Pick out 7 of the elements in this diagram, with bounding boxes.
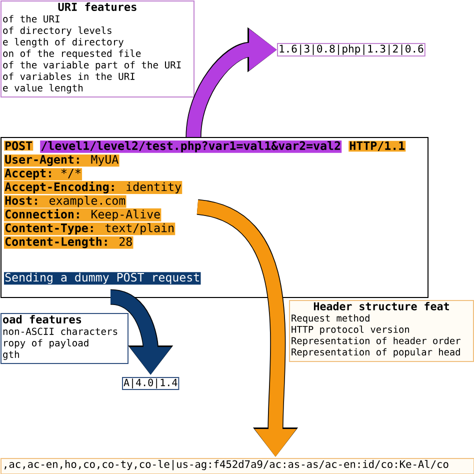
result-box: ,ac,ac-en,ho,co,co-ty,co-le|us-ag:f452d7a9/ac:as-as/ac-en:id/co:Ke-Al/co	[0, 458, 474, 474]
result-box: 1.6|3|0.8|php|1.3|2|0.6	[277, 43, 426, 56]
request-box: POST /level1/level2/test.php?var1=val1&var2=val2 HTTP/1.1 User-Agent: MyUA Accept: */* Accept-Encoding: identity Host: example.com Connection: Keep-Alive Content-Type: text/plain Content-Length: 28 Sending a dummy POST request	[0, 137, 429, 298]
result-box: A|4.0|1.4	[122, 377, 180, 390]
feature-box: URI features of the URI of directory levels e length of directory on of the requested file of the variable part of the URI of variables in the URI e value length	[0, 0, 194, 98]
feature-box: oad features non-ASCII characters ropy of payload gth	[0, 313, 128, 364]
feature-box: Header structure feat Request method HTTP protocol version Representation of header order Representation of popular head	[289, 300, 474, 362]
